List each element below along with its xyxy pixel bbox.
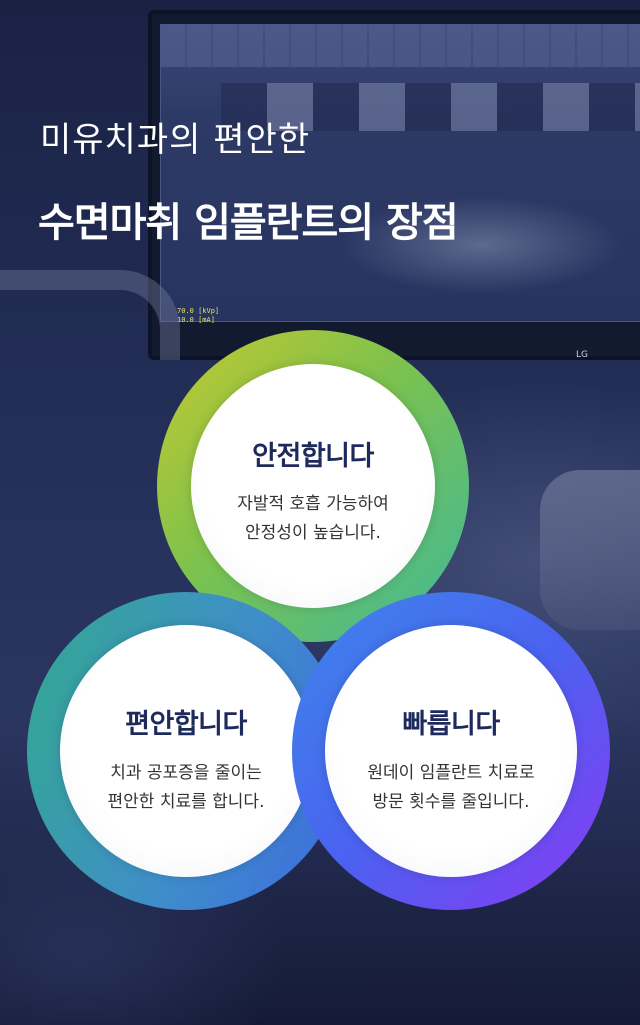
monitor-toolbar: [161, 25, 640, 67]
benefit-description: 자발적 호흡 가능하여 안정성이 높습니다.: [237, 494, 389, 543]
benefit-circle-inner: 안전합니다 자발적 호흡 가능하여 안정성이 높습니다.: [191, 364, 435, 608]
benefit-circle-safe: 안전합니다 자발적 호흡 가능하여 안정성이 높습니다.: [157, 330, 469, 642]
benefit-title: 편안합니다: [125, 709, 247, 740]
benefit-title: 안전합니다: [252, 441, 374, 472]
dental-lamp-arm: [0, 270, 180, 360]
xray-monitor: 70.0 [kVp] 10.0 [mA] LG: [148, 10, 640, 360]
benefit-description: 치과 공포증을 줄이는 편안한 치료를 합니다.: [107, 763, 265, 812]
panoramic-xray: [311, 175, 640, 325]
heading-line1: 미유치과의 편안한: [40, 120, 311, 160]
benefit-description: 원데이 임플란트 치료로 방문 횟수를 줄입니다.: [367, 763, 535, 812]
monitor-readout: 70.0 [kVp] 10.0 [mA]: [177, 307, 220, 324]
benefit-circle-fast: 빠릅니다 원데이 임플란트 치료로 방문 횟수를 줄입니다.: [292, 592, 610, 910]
xray-screen: 70.0 [kVp] 10.0 [mA]: [160, 24, 640, 325]
heading-line2: 수면마취 임플란트의 장점: [38, 200, 459, 246]
benefit-circle-inner: 편안합니다 치과 공포증을 줄이는 편안한 치료를 합니다.: [60, 625, 312, 877]
monitor-brand-logo: LG: [576, 350, 588, 360]
benefit-circle-inner: 빠릅니다 원데이 임플란트 치료로 방문 횟수를 줄입니다.: [325, 625, 577, 877]
xray-thumbnails: [221, 83, 640, 131]
benefit-title: 빠릅니다: [402, 709, 500, 740]
dental-chair: [540, 470, 640, 630]
